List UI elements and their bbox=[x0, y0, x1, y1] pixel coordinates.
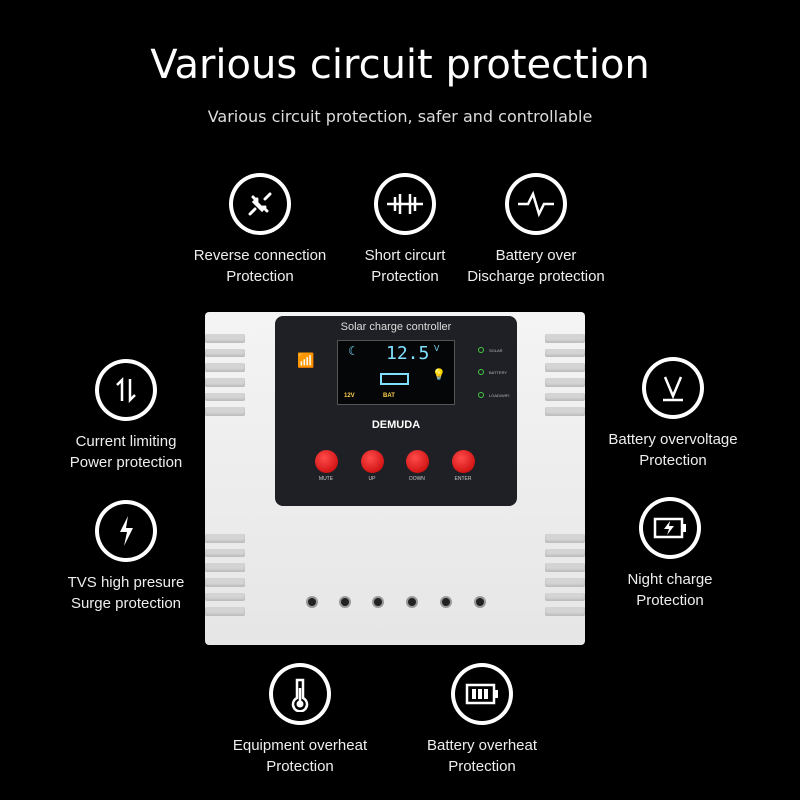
feature-label: Protection bbox=[636, 592, 704, 609]
mute-button[interactable] bbox=[315, 450, 338, 473]
button-label: DOWN bbox=[409, 476, 425, 482]
terminal-port bbox=[372, 596, 384, 608]
led-label: SOLAR bbox=[489, 348, 503, 353]
led-label: LOAD/WIFI bbox=[489, 393, 510, 398]
feature-label: Discharge protection bbox=[467, 268, 605, 285]
feature-label: Protection bbox=[639, 452, 707, 469]
wifi-phone-icon: 📶 bbox=[297, 352, 315, 368]
page-title: Various circuit protection bbox=[150, 42, 650, 88]
terminal-port bbox=[474, 596, 486, 608]
enter-button[interactable] bbox=[452, 450, 475, 473]
vent-grille bbox=[545, 334, 585, 417]
feature-label: TVS high presure bbox=[67, 574, 185, 591]
moon-icon: ☾ bbox=[348, 344, 359, 358]
terminal-port bbox=[406, 596, 418, 608]
page-subtitle: Various circuit protection, safer and co… bbox=[207, 107, 593, 126]
led-solar bbox=[478, 347, 484, 353]
voltage-unit: V bbox=[434, 344, 440, 353]
brand-logo: DEMUDA bbox=[371, 419, 421, 431]
battery-charge-icon bbox=[639, 497, 701, 559]
button-label: MUTE bbox=[318, 476, 334, 482]
thermometer-icon bbox=[269, 663, 331, 725]
led-label: BATTERY bbox=[489, 370, 508, 375]
bat-label: BAT bbox=[383, 393, 395, 399]
feature-label: Current limiting bbox=[75, 433, 177, 450]
vent-grille bbox=[205, 534, 245, 617]
current-arrows-icon bbox=[95, 359, 157, 421]
terminal-port bbox=[306, 596, 318, 608]
short-circuit-icon bbox=[374, 173, 436, 235]
feature-label: Battery overvoltage bbox=[608, 431, 738, 448]
feature-label: Surge protection bbox=[70, 595, 182, 612]
feature-label: Battery over bbox=[495, 247, 577, 264]
up-button[interactable] bbox=[361, 450, 384, 473]
bulb-icon: 💡 bbox=[432, 369, 446, 381]
button-label: UP bbox=[368, 476, 376, 482]
system-voltage: 12V bbox=[344, 393, 355, 399]
feature-label: Night charge bbox=[627, 571, 713, 588]
feature-label: Short circurt bbox=[364, 247, 446, 264]
voltage-readout: 12.5 bbox=[386, 343, 430, 364]
vent-grille bbox=[545, 534, 585, 617]
terminal-port bbox=[440, 596, 452, 608]
feature-label: Protection bbox=[371, 268, 439, 285]
battery-icon bbox=[451, 663, 513, 725]
pulse-icon bbox=[505, 173, 567, 235]
plug-icon bbox=[229, 173, 291, 235]
led-load-wifi bbox=[478, 392, 484, 398]
lcd-screen: ☾ 12.5 V 💡 12V BAT bbox=[337, 340, 455, 405]
feature-label: Battery overheat bbox=[426, 737, 538, 754]
terminal-port bbox=[339, 596, 351, 608]
battery-level-icon bbox=[380, 373, 409, 385]
down-button[interactable] bbox=[406, 450, 429, 473]
feature-label: Protection bbox=[266, 758, 334, 775]
feature-label: Power protection bbox=[69, 454, 183, 471]
feature-label: Equipment overheat bbox=[232, 737, 368, 754]
lightning-icon bbox=[95, 500, 157, 562]
feature-label: Protection bbox=[448, 758, 516, 775]
vent-grille bbox=[205, 334, 245, 417]
feature-label: Protection bbox=[226, 268, 294, 285]
voltage-icon bbox=[642, 357, 704, 419]
feature-label: Reverse connection bbox=[193, 247, 327, 264]
panel-title: Solar charge controller bbox=[340, 321, 452, 333]
led-battery bbox=[478, 369, 484, 375]
button-label: ENTER bbox=[454, 476, 472, 482]
